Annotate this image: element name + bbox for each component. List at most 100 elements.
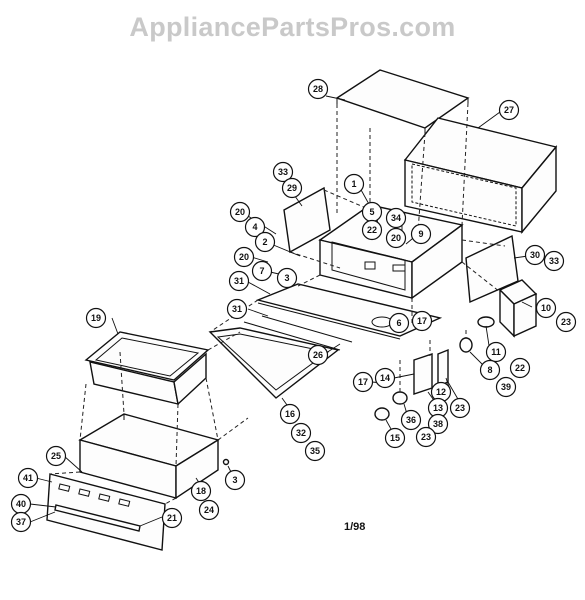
callout-31: 31 <box>226 298 248 320</box>
svg-text:22: 22 <box>515 363 525 373</box>
callout-29: 29 <box>281 177 303 199</box>
callout-1: 1 <box>343 173 365 195</box>
callout-20: 20 <box>233 246 255 268</box>
callout-31: 31 <box>228 270 250 292</box>
top-cover-panel <box>335 69 470 133</box>
svg-text:10: 10 <box>541 303 551 313</box>
callout-39: 39 <box>495 376 517 398</box>
control-housing <box>498 279 538 338</box>
svg-text:8: 8 <box>487 365 492 375</box>
oven-box-frame <box>318 204 464 300</box>
svg-text:12: 12 <box>436 387 446 397</box>
drawer-front-panel <box>46 473 166 551</box>
svg-text:23: 23 <box>455 403 465 413</box>
svg-text:5: 5 <box>369 207 374 217</box>
callout-24: 24 <box>198 499 220 521</box>
callout-20: 20 <box>385 227 407 249</box>
callout-2: 2 <box>254 231 276 253</box>
svg-text:28: 28 <box>313 84 323 94</box>
svg-text:13: 13 <box>433 403 443 413</box>
svg-text:35: 35 <box>310 446 320 456</box>
svg-text:20: 20 <box>235 207 245 217</box>
left-side-panel <box>283 186 331 254</box>
svg-text:6: 6 <box>396 318 401 328</box>
callout-35: 35 <box>304 440 326 462</box>
svg-text:30: 30 <box>530 250 540 260</box>
svg-text:33: 33 <box>549 256 559 266</box>
svg-text:25: 25 <box>51 451 61 461</box>
callout-18: 18 <box>190 480 212 502</box>
svg-text:34: 34 <box>391 213 401 223</box>
callout-22: 22 <box>509 357 531 379</box>
callout-5: 5 <box>361 201 383 223</box>
callout-10: 10 <box>535 297 557 319</box>
svg-text:1: 1 <box>351 179 356 189</box>
callout-9: 9 <box>410 223 432 245</box>
svg-text:2: 2 <box>262 237 267 247</box>
callout-28: 28 <box>307 78 329 100</box>
svg-text:27: 27 <box>504 105 514 115</box>
callout-32: 32 <box>290 422 312 444</box>
svg-text:20: 20 <box>239 252 249 262</box>
callout-8: 8 <box>479 359 501 381</box>
callout-4: 4 <box>244 216 266 238</box>
callout-27: 27 <box>498 99 520 121</box>
callout-14: 14 <box>374 367 396 389</box>
callout-41: 41 <box>17 467 39 489</box>
callout-25: 25 <box>45 445 67 467</box>
callout-3: 3 <box>276 267 298 289</box>
svg-text:29: 29 <box>287 183 297 193</box>
callout-34: 34 <box>385 207 407 229</box>
callout-33: 33 <box>272 161 294 183</box>
svg-text:14: 14 <box>380 373 390 383</box>
drawing-date: 1/98 <box>344 521 366 533</box>
svg-text:7: 7 <box>259 266 264 276</box>
right-side-panel <box>465 234 519 304</box>
small-components <box>222 316 495 466</box>
callout-6: 6 <box>388 312 410 334</box>
outer-wrapper <box>403 117 558 234</box>
svg-text:4: 4 <box>252 222 257 232</box>
watermark-text: AppliancePartsPros.com <box>129 12 456 42</box>
svg-text:41: 41 <box>23 473 33 483</box>
svg-text:18: 18 <box>196 486 206 496</box>
svg-text:31: 31 <box>234 276 244 286</box>
svg-text:23: 23 <box>561 317 571 327</box>
svg-text:33: 33 <box>278 167 288 177</box>
svg-text:16: 16 <box>285 409 295 419</box>
svg-text:17: 17 <box>358 377 368 387</box>
callout-15: 15 <box>384 427 406 449</box>
svg-text:26: 26 <box>313 350 323 360</box>
svg-text:19: 19 <box>91 313 101 323</box>
svg-text:9: 9 <box>418 229 423 239</box>
drawer-liner-pan <box>84 331 210 406</box>
svg-text:23: 23 <box>421 432 431 442</box>
svg-text:22: 22 <box>367 225 377 235</box>
svg-text:32: 32 <box>296 428 306 438</box>
callout-11: 11 <box>485 341 507 363</box>
svg-text:36: 36 <box>406 415 416 425</box>
callout-20: 20 <box>229 201 251 223</box>
svg-text:21: 21 <box>167 513 177 523</box>
callout-21: 21 <box>161 507 183 529</box>
callout-22: 22 <box>361 219 383 241</box>
callout-38: 38 <box>427 413 449 435</box>
callout-17: 17 <box>411 310 433 332</box>
svg-text:3: 3 <box>232 475 237 485</box>
callout-7: 7 <box>251 260 273 282</box>
svg-text:11: 11 <box>491 347 501 357</box>
callout-16: 16 <box>279 403 301 425</box>
callout-23: 23 <box>555 311 577 333</box>
svg-text:20: 20 <box>391 233 401 243</box>
callout-37: 37 <box>10 511 32 533</box>
callout-26: 26 <box>307 344 329 366</box>
svg-text:17: 17 <box>417 316 427 326</box>
callout-40: 40 <box>10 493 32 515</box>
callout-17: 17 <box>352 371 374 393</box>
callout-19: 19 <box>85 307 107 329</box>
callout-30: 30 <box>524 244 546 266</box>
svg-text:24: 24 <box>204 505 214 515</box>
svg-text:39: 39 <box>501 382 511 392</box>
svg-text:40: 40 <box>16 499 26 509</box>
